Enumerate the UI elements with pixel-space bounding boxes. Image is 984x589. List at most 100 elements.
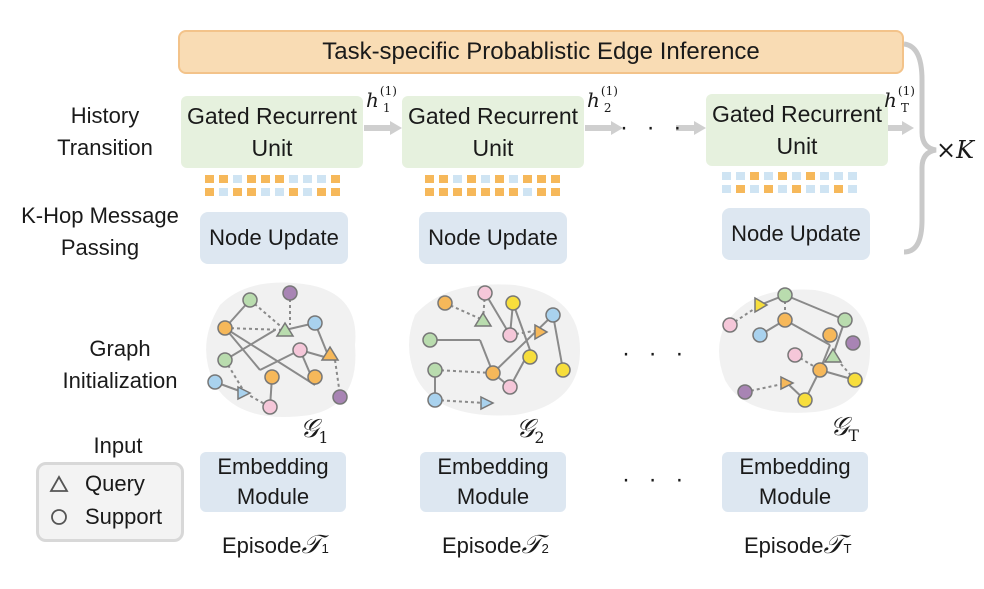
feature-cell — [834, 185, 843, 193]
feature-cell — [481, 175, 490, 183]
feature-cell — [467, 188, 476, 196]
repeat-k-label: ×K — [936, 136, 975, 164]
graph-label-2: 𝒢2 — [516, 414, 545, 448]
feature-cell — [331, 188, 340, 196]
feature-cell — [736, 185, 745, 193]
legend-query: Query — [49, 471, 145, 497]
feature-cell — [551, 188, 560, 196]
feature-cell — [537, 175, 546, 183]
feature-cell — [219, 188, 228, 196]
feature-cell — [778, 185, 787, 193]
gru-arrow-2 — [585, 121, 623, 135]
feature-cell — [247, 175, 256, 183]
feature-cell — [792, 185, 801, 193]
feature-cell — [834, 172, 843, 180]
feature-cell — [275, 175, 284, 183]
feature-cell — [467, 175, 476, 183]
feature-cell — [523, 188, 532, 196]
feature-cell — [289, 175, 298, 183]
feature-vector-2 — [425, 175, 560, 196]
feature-cell — [551, 175, 560, 183]
graph-label-t: 𝒢T — [830, 412, 859, 446]
gru-arrow-3 — [676, 121, 706, 135]
feature-cell — [261, 175, 270, 183]
feature-cell — [537, 188, 546, 196]
graph-t — [719, 287, 870, 413]
graph-2 — [409, 284, 580, 416]
feature-cell — [806, 172, 815, 180]
feature-cell — [736, 172, 745, 180]
feature-cell — [778, 172, 787, 180]
feature-cell — [205, 175, 214, 183]
feature-cell — [722, 172, 731, 180]
feature-cell — [495, 175, 504, 183]
gru-arrow-4 — [888, 121, 914, 135]
feature-cell — [303, 188, 312, 196]
hidden-state-2: h(1)2 — [587, 84, 618, 115]
feature-cell — [317, 188, 326, 196]
feature-cell — [481, 188, 490, 196]
feature-cell — [425, 175, 434, 183]
circle-icon — [51, 509, 67, 525]
feature-cell — [331, 175, 340, 183]
repeat-brace — [903, 41, 937, 255]
feature-cell — [764, 172, 773, 180]
feature-cell — [233, 175, 242, 183]
banner-title: Task-specific Probablistic Edge Inferenc… — [322, 38, 760, 65]
feature-cell — [453, 175, 462, 183]
input-label: Input — [93, 433, 143, 458]
node-update-1: Node Update — [200, 212, 348, 264]
feature-cell — [453, 188, 462, 196]
feature-cell — [750, 185, 759, 193]
node-update-t: Node Update — [722, 208, 870, 260]
feature-cell — [495, 188, 504, 196]
feature-cell — [509, 188, 518, 196]
feature-cell — [261, 188, 270, 196]
edge-inference-banner: Task-specific Probablistic Edge Inferenc… — [178, 30, 904, 74]
feature-cell — [764, 185, 773, 193]
embedding-ellipsis: · · · — [622, 466, 690, 493]
feature-cell — [848, 185, 857, 193]
feature-cell — [722, 185, 731, 193]
hidden-state-t: h(1)T — [884, 84, 915, 115]
feature-cell — [303, 175, 312, 183]
feature-vector-t — [722, 172, 857, 193]
feature-cell — [806, 185, 815, 193]
node-update-2: Node Update — [419, 212, 567, 264]
feature-cell — [439, 175, 448, 183]
feature-vector-1 — [205, 175, 340, 196]
feature-cell — [219, 175, 228, 183]
graph-label-1: 𝒢1 — [300, 414, 329, 448]
graph-1 — [206, 282, 356, 417]
feature-cell — [425, 188, 434, 196]
gru-ellipsis: · · · — [620, 114, 688, 141]
feature-cell — [205, 188, 214, 196]
feature-cell — [233, 188, 242, 196]
feature-cell — [820, 185, 829, 193]
feature-cell — [792, 172, 801, 180]
feature-cell — [439, 188, 448, 196]
triangle-icon — [49, 475, 69, 492]
gru-arrow-1 — [364, 121, 402, 135]
feature-cell — [820, 172, 829, 180]
feature-cell — [523, 175, 532, 183]
feature-cell — [750, 172, 759, 180]
feature-cell — [317, 175, 326, 183]
feature-cell — [848, 172, 857, 180]
legend-box: Query Support — [36, 462, 184, 542]
hidden-state-1: h(1)1 — [366, 84, 397, 115]
feature-cell — [289, 188, 298, 196]
feature-cell — [509, 175, 518, 183]
